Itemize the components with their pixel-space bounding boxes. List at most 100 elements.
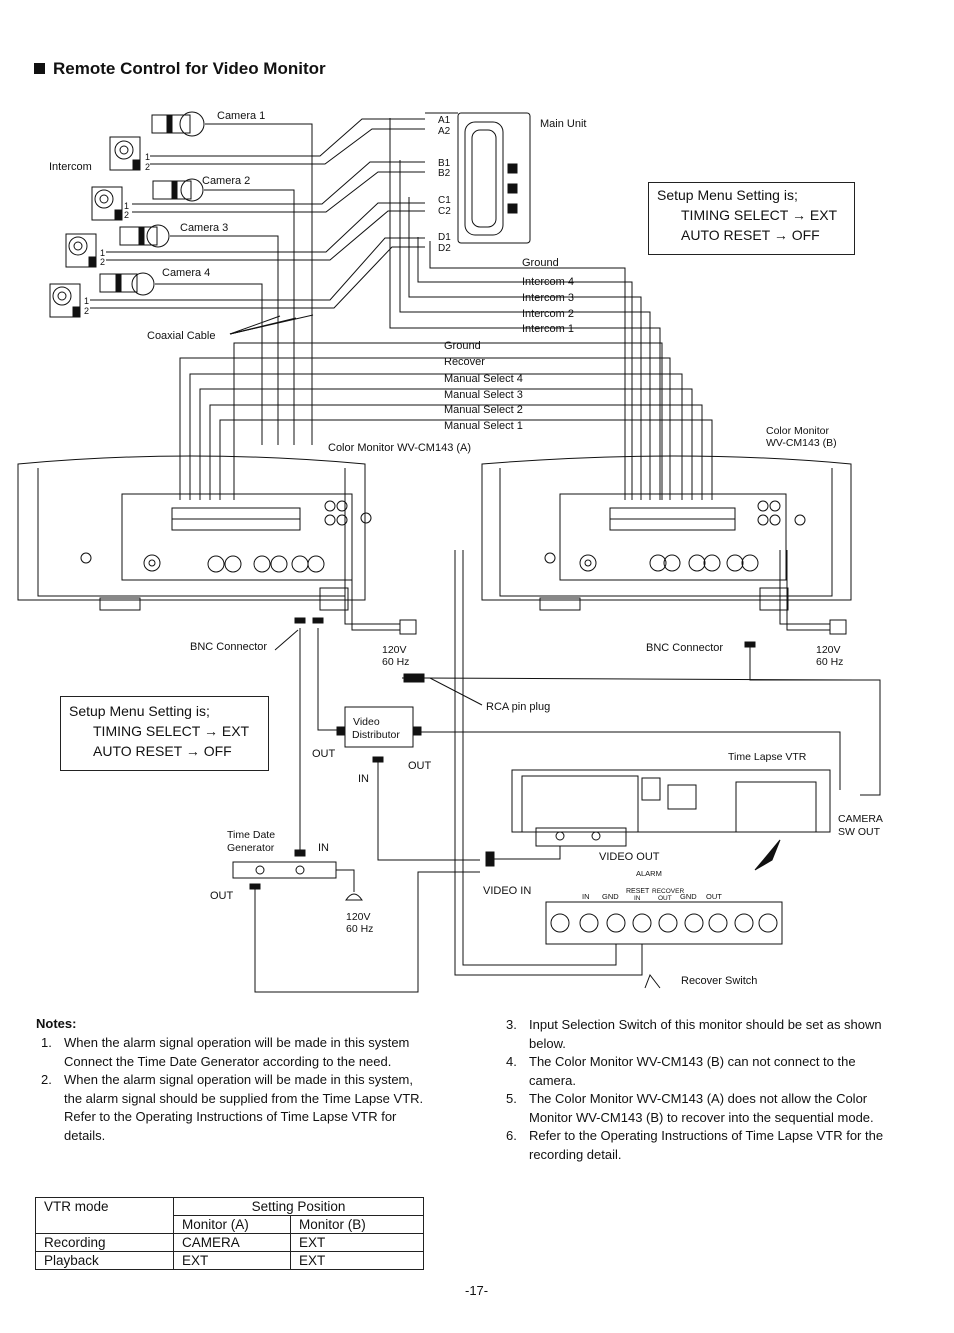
note-2-continued: Refer to the Operating Instructions of T… [64, 1109, 397, 1143]
note-6: 6.Refer to the Operating Instructions of… [506, 1128, 884, 1162]
label-video-distributor-1: Video [353, 716, 380, 728]
label-camera-2: Camera 2 [202, 175, 250, 187]
intercom-1-icon [109, 136, 141, 171]
setup-box-lower-line1: TIMING SELECT → EXT [93, 723, 250, 739]
label-int3-1: 1 [100, 248, 105, 258]
setup-box-upper: Setup Menu Setting is; TIMING SELECT → E… [648, 182, 855, 255]
setup-box-lower-title: Setup Menu Setting is; [69, 703, 210, 719]
intercom-2-icon [91, 186, 123, 221]
camera-2-icon [152, 178, 204, 202]
notes-title: Notes: [36, 1016, 77, 1031]
label-ground-1: Ground [522, 257, 559, 269]
label-a2: A2 [438, 126, 451, 137]
label-intercom: Intercom [49, 161, 92, 173]
setup-box-upper-line2: AUTO RESET → OFF [681, 227, 820, 243]
label-120v-c: 120V [346, 911, 371, 923]
label-manual-select-2: Manual Select 2 [444, 404, 523, 416]
note-2: 2.When the alarm signal operation will b… [41, 1072, 424, 1106]
label-intercom-1: Intercom 1 [522, 323, 574, 335]
label-camera-sw-2: SW OUT [838, 826, 881, 838]
label-int2-1: 1 [124, 201, 129, 211]
label-recover: Recover [444, 356, 485, 368]
label-120v-b: 120V [816, 644, 841, 656]
terminal-screws [550, 913, 778, 933]
label-in-1: IN [358, 773, 369, 785]
label-out-1: OUT [312, 748, 336, 760]
table-row: Playback EXT EXT [35, 1251, 424, 1270]
label-c1: C1 [438, 195, 451, 206]
label-rca-plug: RCA pin plug [486, 701, 550, 713]
note-4: 4.The Color Monitor WV-CM143 (B) can not… [506, 1054, 856, 1088]
section-heading: Remote Control for Video Monitor [34, 59, 326, 79]
camera-3-icon [119, 224, 170, 248]
label-60hz-b: 60 Hz [816, 656, 843, 668]
main-unit-box [457, 112, 531, 244]
label-video-out: VIDEO OUT [599, 851, 660, 863]
label-int4-1: 1 [84, 296, 89, 306]
label-a1: A1 [438, 115, 451, 126]
th-monitor-a: Monitor (A) [173, 1215, 291, 1234]
camera-1-icon [151, 111, 205, 137]
label-coaxial-cable: Coaxial Cable [147, 330, 215, 342]
setup-box-lower: Setup Menu Setting is; TIMING SELECT → E… [60, 696, 269, 771]
label-d1: D1 [438, 232, 451, 243]
label-monitor-b-1: Color Monitor [766, 425, 830, 437]
label-terminal-gnd-2: GND [680, 892, 697, 901]
label-terminal-recover: RECOVER [652, 888, 684, 895]
note-1: 1.When the alarm signal operation will b… [41, 1035, 410, 1069]
label-60hz-a: 60 Hz [382, 656, 409, 668]
label-manual-select-4: Manual Select 4 [444, 373, 523, 385]
bullet-square-icon [34, 63, 45, 74]
label-terminal-in-2: IN [634, 895, 641, 902]
label-b1: B1 [438, 158, 451, 169]
note-5: 5.The Color Monitor WV-CM143 (A) does no… [506, 1091, 874, 1125]
vtr-mode-table: VTR mode Setting Position Monitor (A) Mo… [35, 1197, 424, 1270]
label-b2: B2 [438, 168, 451, 179]
intercom-4-icon [49, 283, 81, 318]
notes-left: 1.When the alarm signal operation will b… [35, 1034, 425, 1145]
label-time-lapse-vtr: Time Lapse VTR [728, 751, 807, 763]
monitor-b-body [481, 455, 852, 611]
label-manual-select-3: Manual Select 3 [444, 389, 523, 401]
label-out-3: OUT [210, 890, 234, 902]
label-d2: D2 [438, 243, 451, 254]
setup-box-upper-line1: TIMING SELECT → EXT [681, 207, 838, 223]
th-monitor-b: Monitor (B) [290, 1215, 424, 1234]
notes-right: 3.Input Selection Switch of this monitor… [500, 1016, 887, 1164]
th-setting-position: Setting Position [173, 1197, 424, 1216]
page-number: -17- [465, 1283, 489, 1298]
label-monitor-b-2: WV-CM143 (B) [766, 437, 837, 449]
label-alarm: ALARM [636, 869, 662, 878]
camera-4-icon [99, 272, 155, 296]
label-bnc-b: BNC Connector [646, 642, 723, 654]
label-terminal-out-2: OUT [658, 895, 672, 902]
note-3: 3.Input Selection Switch of this monitor… [506, 1017, 882, 1051]
intercom-3-icon [65, 233, 97, 268]
label-intercom-3: Intercom 3 [522, 292, 574, 304]
label-video-distributor-2: Distributor [352, 729, 400, 741]
label-120v-a: 120V [382, 644, 407, 656]
setup-box-upper-title: Setup Menu Setting is; [657, 187, 798, 203]
label-terminal-reset: RESET [626, 888, 650, 895]
label-time-date-1: Time Date [227, 829, 275, 841]
label-int1-2: 2 [145, 162, 150, 172]
label-camera-1: Camera 1 [217, 110, 265, 122]
wiring-diagram: Camera 1 Camera 2 Camera 3 Camera 4 Inte… [17, 110, 883, 993]
heading-text: Remote Control for Video Monitor [53, 59, 326, 78]
label-ground-2: Ground [444, 340, 481, 352]
label-terminal-out: OUT [706, 892, 722, 901]
label-intercom-2: Intercom 2 [522, 308, 574, 320]
label-manual-select-1: Manual Select 1 [444, 420, 523, 432]
label-int3-2: 2 [100, 257, 105, 267]
label-camera-4: Camera 4 [162, 267, 210, 279]
label-int4-2: 2 [84, 306, 89, 316]
label-bnc-a: BNC Connector [190, 641, 267, 653]
label-in-2: IN [318, 842, 329, 854]
setup-box-lower-line2: AUTO RESET → OFF [93, 743, 232, 759]
label-time-date-2: Generator [227, 842, 275, 854]
label-monitor-a: Color Monitor WV-CM143 (A) [328, 442, 471, 454]
th-vtr-mode: VTR mode [35, 1197, 174, 1234]
table-row: Recording CAMERA EXT [35, 1233, 424, 1252]
monitor-a-body [17, 455, 372, 611]
label-terminal-in: IN [582, 892, 590, 901]
